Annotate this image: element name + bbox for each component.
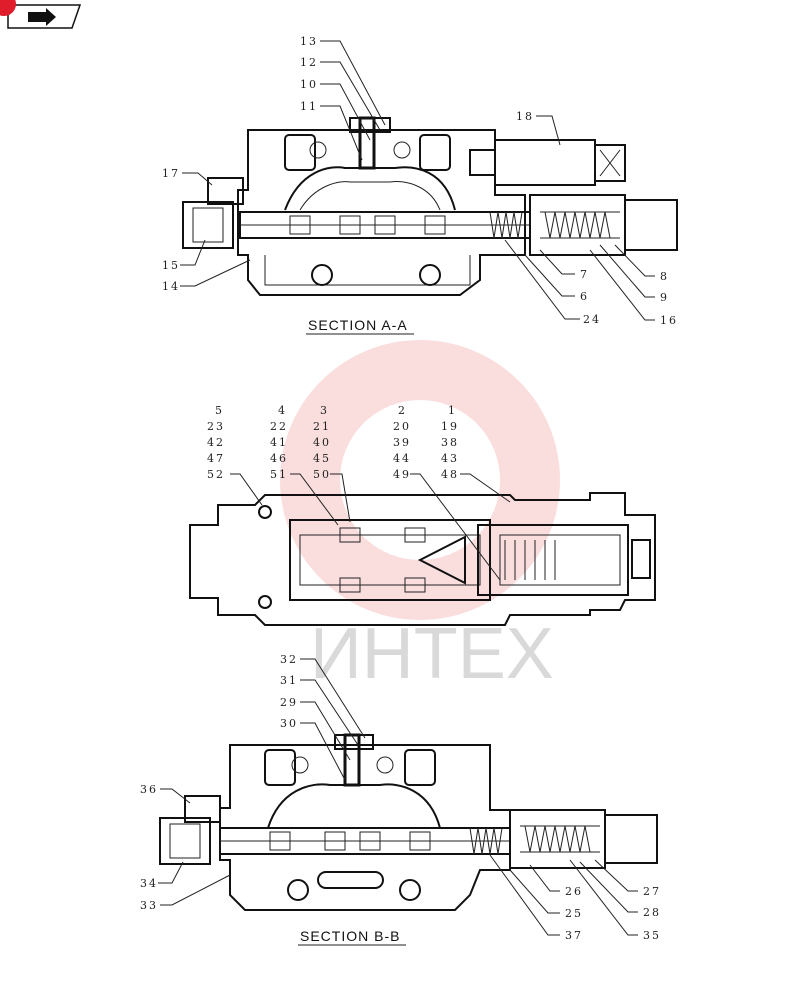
label-16: 16 xyxy=(660,314,678,327)
section-a-labels: 13 12 10 11 18 17 15 14 7 8 6 9 24 16 xyxy=(162,35,678,327)
arrow-right-icon xyxy=(28,8,56,26)
watermark-gear xyxy=(280,340,560,620)
svg-text:50: 50 xyxy=(313,468,331,481)
label-12: 12 xyxy=(300,56,318,69)
label-7: 7 xyxy=(580,268,589,281)
label-25: 25 xyxy=(565,907,583,920)
svg-text:38: 38 xyxy=(441,436,459,449)
label-9: 9 xyxy=(660,291,669,304)
section-a-drawing xyxy=(182,116,678,296)
label-11: 11 xyxy=(300,100,318,113)
label-27: 27 xyxy=(643,885,661,898)
svg-text:22: 22 xyxy=(270,420,288,433)
corner-badge xyxy=(0,0,16,16)
section-mid-drawing xyxy=(189,492,656,626)
label-24: 24 xyxy=(583,313,601,326)
section-b-title: SECTION B-B xyxy=(300,928,400,944)
svg-text:52: 52 xyxy=(207,468,225,481)
section-b-drawing xyxy=(159,733,658,911)
label-17: 17 xyxy=(162,167,180,180)
svg-text:48: 48 xyxy=(441,468,459,481)
section-mid-labels: 5 4 3 2 1 23 22 21 20 19 42 41 40 39 38 … xyxy=(207,404,459,481)
svg-text:46: 46 xyxy=(270,452,288,465)
svg-text:19: 19 xyxy=(441,420,459,433)
section-a-leaders xyxy=(180,40,655,321)
svg-text:40: 40 xyxy=(313,436,331,449)
label-31: 31 xyxy=(280,674,298,687)
label-15: 15 xyxy=(162,259,180,272)
label-6: 6 xyxy=(580,290,589,303)
label-8: 8 xyxy=(660,270,669,283)
section-b-labels: 32 31 29 30 36 34 33 26 27 25 28 37 35 xyxy=(140,653,661,942)
label-14: 14 xyxy=(162,280,180,293)
label-36: 36 xyxy=(140,783,158,796)
label-33: 33 xyxy=(140,899,158,912)
section-a-title: SECTION A-A xyxy=(308,317,408,333)
label-13: 13 xyxy=(300,35,318,48)
svg-text:44: 44 xyxy=(393,452,411,465)
svg-text:45: 45 xyxy=(313,452,331,465)
svg-text:41: 41 xyxy=(270,436,288,449)
svg-text:20: 20 xyxy=(393,420,411,433)
label-34: 34 xyxy=(140,877,158,890)
label-30: 30 xyxy=(280,717,298,730)
label-35: 35 xyxy=(643,929,661,942)
label-28: 28 xyxy=(643,906,661,919)
section-mid-leaders xyxy=(230,473,511,581)
label-26: 26 xyxy=(565,885,583,898)
svg-text:3: 3 xyxy=(320,404,329,417)
svg-text:21: 21 xyxy=(313,420,331,433)
svg-text:5: 5 xyxy=(215,404,224,417)
label-10: 10 xyxy=(300,78,318,91)
svg-text:2: 2 xyxy=(398,404,407,417)
svg-text:51: 51 xyxy=(270,468,288,481)
svg-text:43: 43 xyxy=(441,452,459,465)
label-18: 18 xyxy=(516,110,534,123)
svg-text:4: 4 xyxy=(278,404,287,417)
svg-text:1: 1 xyxy=(448,404,457,417)
nav-button[interactable] xyxy=(7,4,82,29)
label-32: 32 xyxy=(280,653,298,666)
svg-text:49: 49 xyxy=(393,468,411,481)
label-37: 37 xyxy=(565,929,583,942)
label-29: 29 xyxy=(280,696,298,709)
svg-text:42: 42 xyxy=(207,436,225,449)
section-b-leaders xyxy=(158,658,638,936)
svg-text:47: 47 xyxy=(207,452,225,465)
svg-text:39: 39 xyxy=(393,436,411,449)
svg-text:23: 23 xyxy=(207,420,225,433)
watermark-text: ИНТЕХ xyxy=(310,614,554,694)
